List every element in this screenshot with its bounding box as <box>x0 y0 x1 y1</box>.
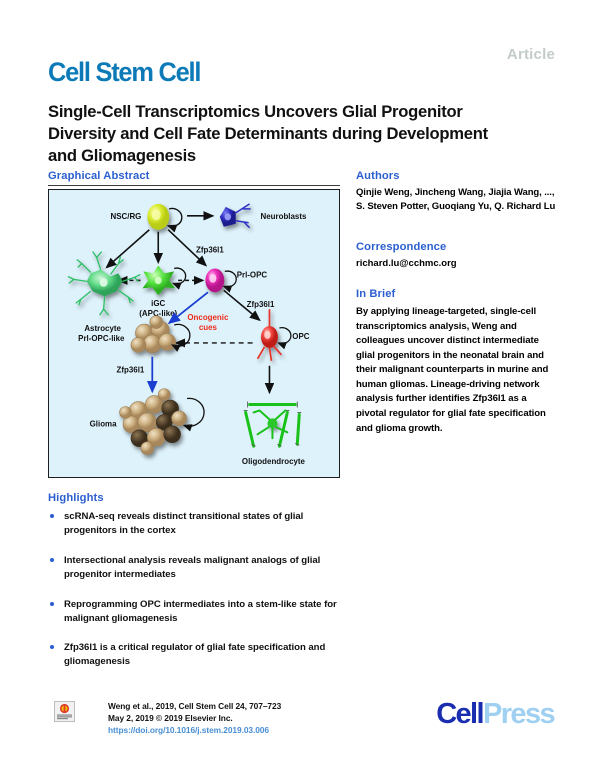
self-renewal-loop-pri-opc-like <box>171 323 191 352</box>
arrow-pri-opc-to-pri-opc-like <box>167 291 209 325</box>
cell-press-logo-light: Press <box>482 698 556 730</box>
label-neuroblasts: Neuroblasts <box>261 212 307 221</box>
label-igc: iGC <box>151 299 165 308</box>
opc-cell-icon <box>256 309 283 361</box>
article-type-label: Article <box>506 46 555 63</box>
self-renewal-loop-opc <box>277 327 292 350</box>
label-pri-opc: Prl-OPC <box>237 270 268 279</box>
correspondence-heading: Correspondence <box>356 241 447 253</box>
arrow-pri-opc-to-opc <box>223 289 261 322</box>
list-item: Zfp36l1 is a critical regulator of glial… <box>48 641 348 669</box>
label-glioma: Glioma <box>90 419 117 428</box>
self-renewal-loop-igc <box>171 267 187 290</box>
journal-logo: Cell Stem Cell <box>48 57 201 87</box>
highlights-heading: Highlights <box>48 492 104 504</box>
page-title: Single-Cell Transcriptomics Uncovers Gli… <box>48 102 488 166</box>
authors-list: Qinjie Weng, Jincheng Wang, Jiajia Wang,… <box>356 187 556 213</box>
list-item: Intersectional analysis reveals malignan… <box>48 554 348 582</box>
bullet-icon <box>50 645 54 650</box>
label-zfp36l1-top: Zfp36l1 <box>196 246 224 255</box>
arrow-nsc-to-astrocyte <box>105 229 150 269</box>
bullet-icon <box>50 514 54 518</box>
arrow-nsc-to-pri-opc <box>167 229 208 267</box>
label-opc: OPC <box>292 332 309 341</box>
highlights-list: scRNA-seq reveals distinct transitional … <box>48 510 348 685</box>
graphical-abstract-heading: Graphical Abstract <box>48 170 150 182</box>
igc-cell-icon <box>142 265 176 296</box>
graphical-abstract-rule <box>48 185 340 186</box>
graphical-abstract-figure: NSC/RG Neuroblasts Zfp36l1 iGC (APC- <box>48 189 340 478</box>
label-zfp36l1-bottom: Zfp36l1 <box>117 366 145 375</box>
nsc-rg-cell-icon <box>147 203 170 230</box>
neuroblast-cell-icon <box>219 203 251 229</box>
label-nsc-rg: NSC/RG <box>110 212 141 221</box>
list-item: Reprogramming OPC intermediates into a s… <box>48 598 348 626</box>
lineage-diagram: NSC/RG Neuroblasts Zfp36l1 iGC (APC- <box>67 203 310 466</box>
label-astrocyte: Astrocyte <box>84 324 121 333</box>
pri-opc-like-cluster-icon <box>130 315 176 354</box>
astrocyte-cell-icon <box>67 251 141 316</box>
highlight-text: Intersectional analysis reveals malignan… <box>64 554 321 580</box>
crossmark-icon[interactable] <box>54 701 75 722</box>
highlight-text: Zfp36l1 is a critical regulator of glial… <box>64 642 326 668</box>
cell-press-logo-dark: Cell <box>436 698 484 730</box>
correspondence-email[interactable]: richard.lu@cchmc.org <box>356 258 457 269</box>
oligodendrocyte-cell-icon <box>243 401 302 448</box>
citation-line-2: May 2, 2019 © 2019 Elsevier Inc. <box>108 713 233 724</box>
glioma-mass-icon <box>119 388 187 455</box>
authors-heading: Authors <box>356 170 400 182</box>
doi-link[interactable]: https://doi.org/10.1016/j.stem.2019.03.0… <box>108 725 269 736</box>
label-apc-like: (APC-like) <box>139 309 177 318</box>
label-oncogenic: Oncogenic <box>187 313 229 322</box>
citation-line-1: Weng et al., 2019, Cell Stem Cell 24, 70… <box>108 701 282 711</box>
self-renewal-loop-pri-opc <box>222 270 237 293</box>
label-pri-opc-like: Prl-OPC-like <box>78 334 125 343</box>
label-oligodendrocyte: Oligodendrocyte <box>242 457 306 466</box>
citation-block: Weng et al., 2019, Cell Stem Cell 24, 70… <box>108 700 281 737</box>
pri-opc-cell-icon <box>205 268 225 293</box>
highlight-text: scRNA-seq reveals distinct transitional … <box>64 511 304 536</box>
in-brief-text: By applying lineage-targeted, single-cel… <box>356 306 549 434</box>
cell-press-logo: CellPress <box>436 698 556 731</box>
self-renewal-loop-nsc <box>166 207 183 233</box>
list-item: scRNA-seq reveals distinct transitional … <box>48 510 348 538</box>
self-renewal-loop-glioma <box>182 397 205 432</box>
label-zfp36l1-right: Zfp36l1 <box>247 300 275 309</box>
bullet-icon <box>50 557 54 562</box>
label-cues: cues <box>199 323 218 332</box>
bullet-icon <box>50 601 54 606</box>
highlight-text: Reprogramming OPC intermediates into a s… <box>64 598 337 624</box>
in-brief-heading: In Brief <box>356 288 396 300</box>
